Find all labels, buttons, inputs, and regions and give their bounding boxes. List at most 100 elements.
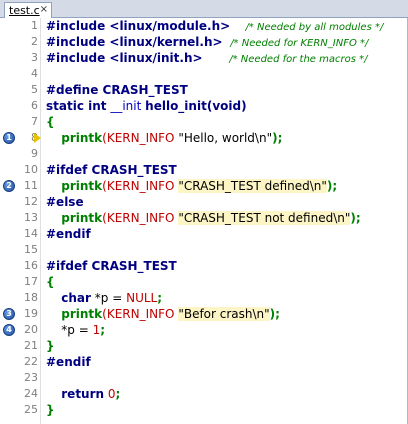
close-paren: ); (350, 211, 361, 225)
ifdef-directive: #ifdef CRASH_TEST (46, 259, 177, 273)
code-line-14: 14 #endif (0, 226, 408, 242)
printk-call: printk (61, 211, 103, 225)
keyword: return (61, 387, 105, 401)
string-literal: "CRASH_TEST defined\n" (178, 179, 327, 193)
code-line-23: 23 (0, 370, 408, 386)
code-comment: /* Needed for KERN_INFO */ (230, 38, 369, 49)
line-number: 17 (24, 275, 38, 288)
code-line-20: 4 20 *p = 1; (0, 322, 408, 338)
string-literal: "CRASH_TEST not defined\n" (178, 211, 351, 225)
line-number: 12 (24, 195, 38, 208)
ifdef-directive: #ifdef CRASH_TEST (46, 163, 177, 177)
code-line-16: 16 #ifdef CRASH_TEST (0, 258, 408, 274)
keyword: char (61, 291, 91, 305)
line-number: 5 (31, 83, 38, 96)
include-directive: #include <linux/init.h> (46, 51, 203, 65)
include-directive: #include <linux/module.h> (46, 19, 231, 33)
breakpoint-marker-1-icon[interactable]: 1 (3, 132, 15, 144)
line-number: 13 (24, 211, 38, 224)
line-number: 11 (24, 179, 38, 192)
line-number: 19 (24, 307, 38, 320)
paren: ( (102, 307, 107, 321)
line-number: 14 (24, 227, 38, 240)
line-number: 21 (24, 339, 38, 352)
line-number: 25 (24, 403, 38, 416)
line-number: 7 (31, 115, 38, 128)
code-editor[interactable]: 1 #include <linux/module.h> /* Needed by… (0, 18, 408, 424)
kern-info-macro: KERN_INFO (106, 211, 175, 225)
line-number: 10 (24, 163, 38, 176)
endif-directive: #endif (46, 227, 91, 241)
code-line-9: 9 (0, 146, 408, 162)
paren: ( (102, 179, 107, 193)
kern-info-macro: KERN_INFO (106, 307, 175, 321)
code-line-8: 1 8 printk(KERN_INFO "Hello, world\n"); (0, 130, 408, 146)
line-number: 24 (24, 387, 38, 400)
keyword: static int (46, 99, 107, 113)
close-icon[interactable]: × (39, 4, 48, 15)
brace: { (46, 115, 55, 129)
kern-info-macro: KERN_INFO (106, 179, 175, 193)
line-number: 15 (24, 243, 38, 256)
kern-info-macro: KERN_INFO (106, 131, 175, 145)
line-number: 23 (24, 371, 38, 384)
printk-call: printk (61, 179, 103, 193)
line-number: 18 (24, 291, 38, 304)
tab-test-c[interactable]: test.c × (4, 2, 52, 18)
code-comment: /* Needed for the macros */ (229, 54, 368, 65)
line-number: 6 (31, 99, 38, 112)
init-macro: __init (110, 99, 142, 113)
gutter[interactable] (0, 18, 40, 424)
string-literal: "Befor crash\n" (178, 307, 270, 321)
code-line-25: 25 } (0, 402, 408, 418)
code-line-18: 18 char *p = NULL; (0, 290, 408, 306)
gutter-separator (40, 18, 41, 424)
code-line-5: 5 #define CRASH_TEST (0, 82, 408, 98)
breakpoint-marker-3-icon[interactable]: 3 (3, 308, 15, 320)
code-line-2: 2 #include <linux/kernel.h> /* Needed fo… (0, 34, 408, 50)
code-line-17: 17 { (0, 274, 408, 290)
assignment: *p = (61, 323, 89, 337)
code-line-13: 13 printk(KERN_INFO "CRASH_TEST not defi… (0, 210, 408, 226)
printk-call: printk (61, 307, 103, 321)
code-line-1: 1 #include <linux/module.h> /* Needed by… (0, 18, 408, 34)
printk-call: printk (61, 131, 103, 145)
line-number: 9 (31, 147, 38, 160)
code-line-24: 24 return 0; (0, 386, 408, 402)
breakpoint-marker-2-icon[interactable]: 2 (3, 180, 15, 192)
function-args: (void) (206, 99, 247, 113)
null-macro: NULL (126, 291, 158, 305)
breakpoint-marker-4-icon[interactable]: 4 (3, 324, 15, 336)
function-name: hello_init (145, 99, 207, 113)
line-number: 8 (31, 131, 38, 144)
code-line-22: 22 #endif (0, 354, 408, 370)
code-line-4: 4 (0, 66, 408, 82)
number-literal: 1 (92, 323, 101, 337)
brace: } (46, 403, 55, 417)
code-line-6: 6 static int __init hello_init(void) (0, 98, 408, 114)
code-line-15: 15 (0, 242, 408, 258)
semicolon: ; (115, 387, 121, 401)
line-number: 4 (31, 67, 38, 80)
string-literal: "Hello, world\n" (178, 131, 273, 145)
brace: { (46, 275, 55, 289)
line-number: 20 (24, 323, 38, 336)
code-line-11: 2 11 printk(KERN_INFO "CRASH_TEST define… (0, 178, 408, 194)
paren: ( (102, 211, 107, 225)
brace: } (46, 339, 55, 353)
else-directive: #else (46, 195, 84, 209)
variable-decl: *p = (94, 291, 123, 305)
endif-directive: #endif (46, 355, 91, 369)
close-paren: ); (326, 179, 338, 193)
semicolon: ; (100, 323, 106, 337)
code-comment: /* Needed by all modules */ (245, 22, 384, 33)
include-directive: #include <linux/kernel.h> (46, 35, 223, 49)
paren: ( (102, 131, 107, 145)
tab-label: test.c (9, 4, 40, 17)
current-line-arrow-icon (34, 133, 41, 143)
number-literal: 0 (107, 387, 116, 401)
code-line-7: 7 { (0, 114, 408, 130)
line-number: 3 (31, 51, 38, 64)
code-line-21: 21 } (0, 338, 408, 354)
code-line-10: 10 #ifdef CRASH_TEST (0, 162, 408, 178)
